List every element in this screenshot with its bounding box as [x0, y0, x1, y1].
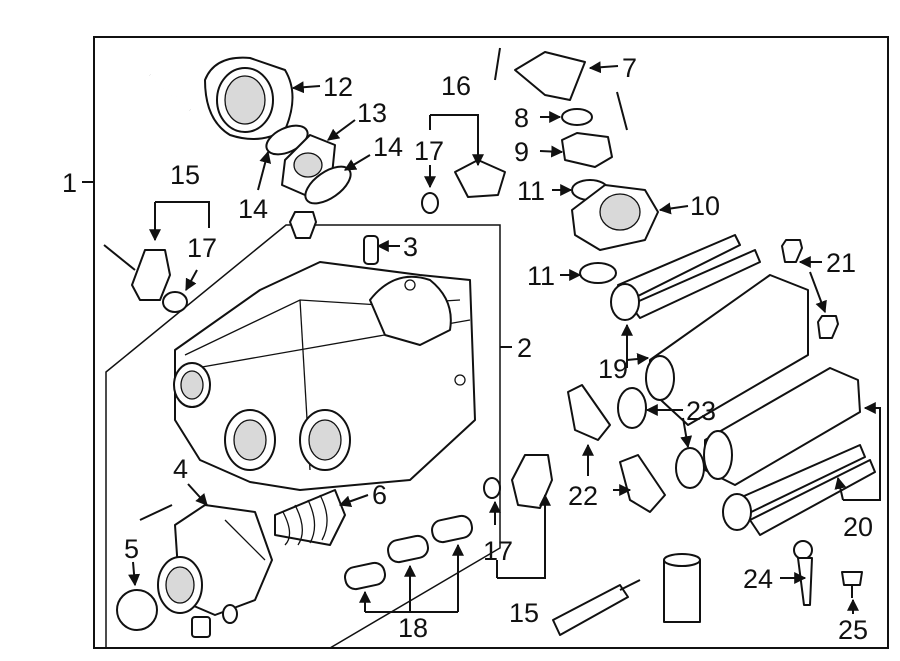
callout-17b: 17 [187, 233, 217, 263]
part-24-bracket [793, 540, 813, 606]
callout-10: 10 [690, 191, 720, 221]
part-17-oring-left [162, 291, 188, 313]
part-18-gasket-b [387, 534, 429, 564]
part-22-gasket-a [567, 384, 611, 441]
part-21-plug-b [817, 315, 839, 339]
part-7-elbow [514, 51, 586, 101]
assembly-box [105, 224, 501, 649]
callout-15b: 15 [509, 598, 539, 628]
callout-13: 13 [357, 98, 387, 128]
callout-16: 16 [441, 71, 471, 101]
diagram-frame [93, 36, 889, 649]
bolt-9 [616, 91, 628, 131]
part-3-plug [363, 235, 379, 265]
small-plug [191, 616, 211, 638]
part-18-gasket-a [344, 561, 386, 591]
callout-22: 22 [568, 481, 598, 511]
part-10-throttle-body [571, 184, 659, 251]
small-oring [222, 604, 238, 624]
part-5-cap [116, 589, 158, 631]
callout-14a: 14 [238, 194, 268, 224]
part-22-gasket-b [619, 454, 666, 513]
callout-21: 21 [826, 248, 856, 278]
part-15-sensor-left [103, 244, 171, 301]
callout-2: 2 [517, 333, 532, 363]
part-25-bolt [841, 571, 863, 598]
callout-17c: 17 [483, 536, 513, 566]
part-12-throttle-housing [149, 56, 294, 140]
part-18-gasket-c [431, 514, 473, 544]
part-6-coupler [274, 489, 346, 546]
part-17-oring-upper [421, 192, 439, 214]
part-19-intercooler [610, 234, 809, 426]
callout-20: 20 [843, 512, 873, 542]
callout-12: 12 [323, 72, 353, 102]
callout-17a: 17 [414, 136, 444, 166]
part-2-supercharger-body [173, 261, 476, 491]
callout-8: 8 [514, 103, 529, 133]
callout-15a: 15 [170, 160, 200, 190]
callout-7: 7 [622, 53, 637, 83]
callout-1: 1 [62, 168, 77, 198]
callout-5: 5 [124, 534, 139, 564]
callout-4: 4 [173, 454, 188, 484]
part-9-flange [561, 132, 613, 168]
callout-19: 19 [598, 354, 628, 384]
callout-3: 3 [403, 232, 418, 262]
callout-18: 18 [398, 613, 428, 643]
callout-11a: 11 [517, 176, 545, 206]
callout-11b: 11 [527, 261, 555, 291]
plug-left [289, 211, 317, 239]
callout-24: 24 [743, 564, 773, 594]
callout-23: 23 [686, 396, 716, 426]
part-16-sensor [454, 159, 506, 198]
part-4-inlet-housing [139, 504, 273, 616]
part-23-oring-a [617, 387, 647, 429]
part-11-oring-lower [579, 262, 617, 284]
part-23-oring-b [675, 447, 705, 489]
leader-lines [82, 61, 881, 614]
tool-pen [552, 579, 641, 636]
part-21-plug-a [781, 239, 803, 263]
part-8-oring [561, 108, 593, 126]
callout-6: 6 [372, 480, 387, 510]
bolt-7 [494, 47, 501, 81]
oil-filter [663, 553, 701, 623]
callout-14b: 14 [373, 132, 403, 162]
callout-25: 25 [838, 615, 868, 645]
part-17-oring-lower [483, 477, 501, 499]
callout-9: 9 [514, 137, 529, 167]
